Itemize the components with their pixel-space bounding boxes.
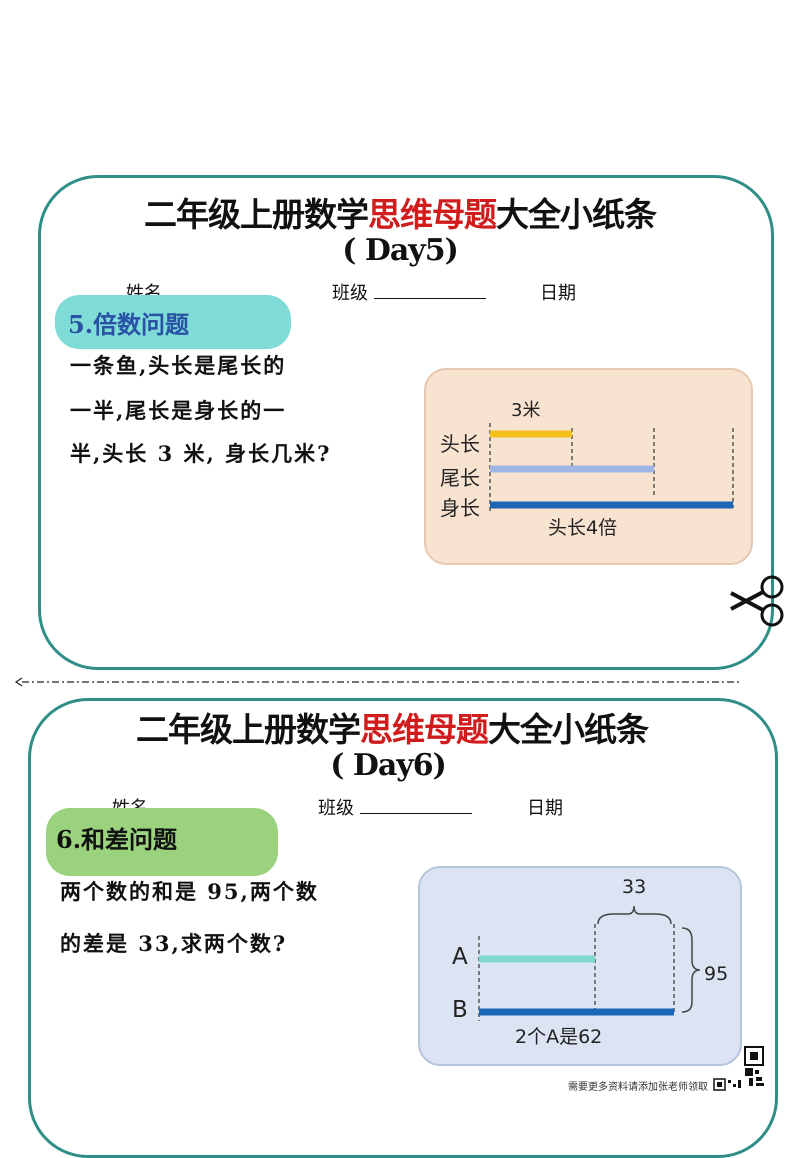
question-line: 半,头长 3 米, 身长几米?	[70, 441, 332, 466]
qr-mini-icon	[713, 1078, 741, 1091]
head-length-label: 3米	[511, 400, 541, 421]
date-field: 日期	[540, 279, 576, 305]
class-field: 班级	[332, 279, 486, 305]
scissors-icon	[730, 575, 784, 627]
topic-title: 5.倍数问题	[68, 310, 190, 339]
day-label: ( Day5)	[342, 233, 459, 268]
class-blank[interactable]	[359, 799, 472, 814]
date-label: 日期	[527, 798, 563, 819]
date-label: 日期	[540, 283, 576, 304]
body-length-label: 头长4倍	[548, 517, 618, 539]
sum-brace	[681, 927, 701, 1013]
double-a-label: 2个A是62	[515, 1026, 603, 1048]
class-blank[interactable]	[373, 284, 486, 299]
title-part2: 大全小纸条	[496, 195, 657, 234]
date-field: 日期	[527, 794, 563, 820]
sheet-title: 二年级上册数学思维母题大全小纸条	[0, 188, 800, 236]
title-part1: 二年级上册数学	[144, 195, 369, 234]
cut-line	[14, 677, 742, 687]
sheet-title: 二年级上册数学思维母题大全小纸条	[0, 703, 792, 751]
title-highlight: 思维母题	[368, 195, 497, 234]
row-label-body: 身长	[440, 496, 480, 520]
class-label: 班级	[318, 798, 354, 819]
footer-note: 需要更多资料请添加张老师领取	[568, 1082, 708, 1093]
title-part2: 大全小纸条	[488, 710, 649, 749]
question-line: 一半,尾长是身长的一	[70, 398, 287, 423]
class-label: 班级	[332, 283, 368, 304]
title-highlight: 思维母题	[360, 710, 489, 749]
topic-pill	[55, 295, 291, 349]
sum-label: 95	[704, 963, 729, 985]
line-segment-diagram-2	[418, 866, 742, 1066]
row-label-head: 头长	[440, 432, 480, 456]
title-part1: 二年级上册数学	[136, 710, 361, 749]
row-label-tail: 尾长	[440, 466, 480, 490]
row-label-b: B	[452, 997, 468, 1023]
topic-title: 6.和差问题	[56, 825, 178, 854]
question-line: 两个数的和是 95,两个数	[60, 879, 319, 904]
row-label-a: A	[452, 944, 468, 970]
diagram-2-lines	[478, 905, 701, 1021]
difference-label: 33	[622, 876, 647, 898]
class-field: 班级	[318, 794, 472, 820]
question-line: 一条鱼,头长是尾长的	[70, 353, 287, 378]
difference-brace	[597, 905, 672, 925]
day-label: ( Day6)	[330, 748, 447, 783]
topic-pill	[46, 808, 278, 876]
diagram-1-lines	[489, 423, 734, 513]
question-line: 的差是 33,求两个数?	[60, 931, 288, 956]
qr-code-icon	[744, 1046, 764, 1086]
